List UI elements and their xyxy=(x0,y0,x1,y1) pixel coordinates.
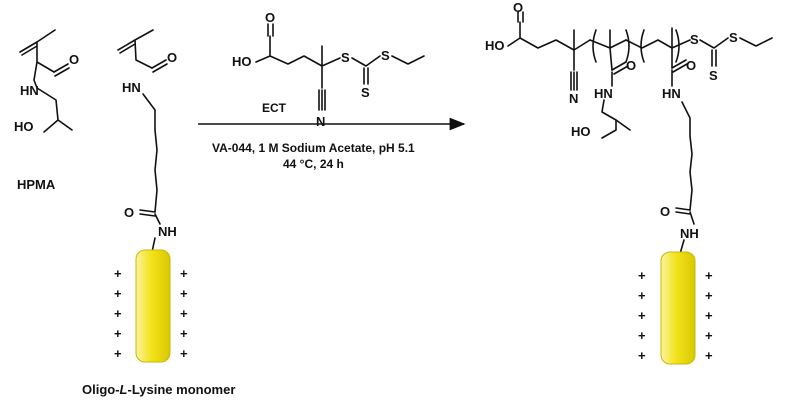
charge-plus: + xyxy=(638,328,646,343)
product-lysine-alkyl-chain xyxy=(681,101,693,211)
lysine-carbonyl-o-bottom: O xyxy=(124,205,134,220)
product-hpma-ho: HO xyxy=(571,124,591,139)
product-lysine-carbonyl-o-bottom: O xyxy=(660,204,670,219)
ect-thione-s: S xyxy=(361,85,370,100)
hpma-amide-hn: HN xyxy=(20,83,39,98)
ect-nitrile xyxy=(318,89,326,111)
lysine-monomer-structure: O HN O NH + + + + + + + + + + Oligo-L-Ly… xyxy=(82,29,235,397)
hpma-carbonyl-o: O xyxy=(69,52,79,67)
charge-plus: + xyxy=(638,268,646,283)
charge-plus: + xyxy=(705,268,713,283)
charge-plus: + xyxy=(114,346,122,361)
product-nitrile-n: N xyxy=(569,91,578,106)
hpma-bonds xyxy=(19,29,73,133)
charge-plus: + xyxy=(705,328,713,343)
product-charges-right: + + + + + xyxy=(705,268,713,363)
lysine-carbonyl-bottom xyxy=(139,209,156,217)
charge-plus: + xyxy=(705,288,713,303)
product-lysine-carbonyl-bottom xyxy=(675,207,691,215)
charge-plus: + xyxy=(180,286,188,301)
ect-thio-s2: S xyxy=(381,48,390,63)
product-thione-s: S xyxy=(709,68,718,83)
ect-structure: HO O N S S S ECT xyxy=(232,10,425,129)
product-acid-o: O xyxy=(513,0,523,15)
lysine-amide-nh: NH xyxy=(158,224,177,239)
charge-plus: + xyxy=(114,266,122,281)
lysine-nh-bond xyxy=(154,213,161,225)
charge-plus: + xyxy=(114,326,122,341)
hpma-label: HPMA xyxy=(17,177,56,192)
charge-plus: + xyxy=(180,346,188,361)
product-structure: HO O N O HN HO O HN O NH + + + + + xyxy=(485,0,773,365)
product-carbonyl-hpma xyxy=(611,61,629,75)
ect-trithiocarbonate xyxy=(351,55,425,85)
ect-hydroxyl-ho: HO xyxy=(232,54,252,69)
product-hpma-sidechain xyxy=(601,99,631,139)
lysine-methacryl-bonds xyxy=(117,29,154,69)
product-hpma-carbonyl-o: O xyxy=(626,58,636,73)
ect-label: ECT xyxy=(262,101,287,115)
charge-plus: + xyxy=(705,348,713,363)
charge-plus: + xyxy=(180,266,188,281)
product-quaternary-carbon xyxy=(573,29,591,71)
conditions-line2: 44 °C, 24 h xyxy=(283,157,344,171)
ect-thio-s1: S xyxy=(341,50,350,65)
product-thio-s1: S xyxy=(690,32,699,47)
oligo-lysine-peptide xyxy=(135,249,171,363)
charge-plus: + xyxy=(705,308,713,323)
charge-plus: + xyxy=(638,288,646,303)
lysine-carbonyl-o-top: O xyxy=(167,50,177,65)
reaction-arrow-group: VA-044, 1 M Sodium Acetate, pH 5.1 44 °C… xyxy=(198,117,466,171)
lysine-amide-hn: HN xyxy=(122,80,141,95)
lysine-monomer-label: Oligo-L-Lysine monomer xyxy=(82,382,235,397)
product-acid-chain xyxy=(507,21,575,51)
product-lysine-carbonyl-o: O xyxy=(686,58,696,73)
product-oligo-lysine-peptide xyxy=(660,251,696,365)
product-charges-left: + + + + + xyxy=(638,268,646,363)
hpma-hydroxyl-ho: HO xyxy=(14,119,34,134)
ect-acid-o: O xyxy=(265,10,275,25)
lysine-carbonyl-top xyxy=(151,59,168,73)
charge-plus: + xyxy=(638,348,646,363)
ect-backbone xyxy=(255,35,341,89)
ect-nitrile-n: N xyxy=(316,114,325,129)
hpma-carbonyl xyxy=(53,63,70,77)
product-nitrile xyxy=(570,71,578,91)
product-block-brackets-1 xyxy=(592,29,630,63)
product-acid-carbonyl xyxy=(517,11,524,23)
conditions-line1: VA-044, 1 M Sodium Acetate, pH 5.1 xyxy=(212,141,415,155)
product-carbonyl-lysine xyxy=(671,59,688,73)
product-block-backbone-1 xyxy=(589,29,627,71)
charge-plus: + xyxy=(114,306,122,321)
ect-acid-carbonyl xyxy=(267,23,274,37)
hpma-structure: O HN HO HPMA xyxy=(14,29,79,192)
product-lysine-nh: NH xyxy=(680,226,699,241)
product-block-backbone-2 xyxy=(625,27,691,69)
lysine-alkyl-chain xyxy=(142,93,158,213)
product-block-brackets-2 xyxy=(640,29,680,63)
lysine-charges-left: + + + + + xyxy=(114,266,122,361)
lysine-charges-right: + + + + + xyxy=(180,266,188,361)
product-hpma-hn: HN xyxy=(594,86,613,101)
charge-plus: + xyxy=(114,286,122,301)
product-thio-s2: S xyxy=(729,30,738,45)
product-lysine-nh-bond xyxy=(689,211,695,225)
charge-plus: + xyxy=(180,306,188,321)
product-trithiocarbonate xyxy=(699,37,773,67)
product-hydroxyl-ho: HO xyxy=(485,38,505,53)
product-lysine-hn: HN xyxy=(662,86,681,101)
charge-plus: + xyxy=(638,308,646,323)
charge-plus: + xyxy=(180,326,188,341)
